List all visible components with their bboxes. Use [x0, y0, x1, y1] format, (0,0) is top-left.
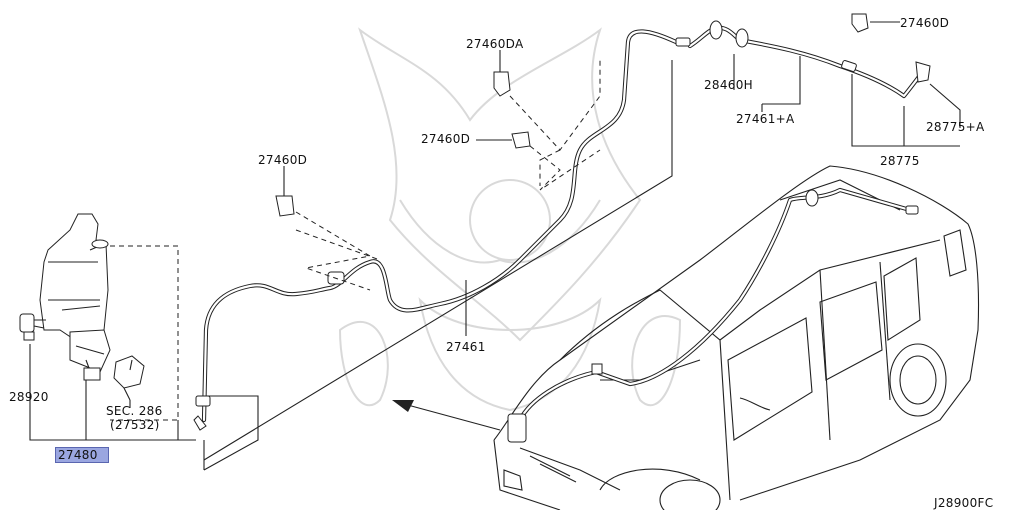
washer-hose — [193, 20, 931, 431]
diagram-code: J28900FC — [934, 496, 994, 510]
label-28775[interactable]: 28775 — [880, 154, 920, 168]
vehicle-outline — [493, 165, 980, 510]
label-27461-plus-a[interactable]: 27461+A — [736, 112, 795, 126]
label-28920[interactable]: 28920 — [9, 390, 49, 404]
label-27480-highlighted[interactable]: 27480 — [55, 447, 109, 463]
label-28460H[interactable]: 28460H — [704, 78, 753, 92]
clip-27460D-top — [851, 13, 869, 33]
clip-27460D-mid — [511, 131, 531, 149]
label-27532[interactable]: (27532) — [110, 418, 160, 432]
washer-pump — [19, 313, 46, 341]
label-27460D-top[interactable]: 27460D — [900, 16, 950, 30]
watermark-emblem — [338, 27, 682, 412]
washer-tank — [39, 213, 111, 381]
label-27461[interactable]: 27461 — [446, 340, 486, 354]
level-sensor — [113, 355, 145, 401]
clip-27460D-left — [275, 195, 295, 217]
clip-27460DA — [493, 71, 511, 97]
label-28775-plus-a[interactable]: 28775+A — [926, 120, 985, 134]
label-27460DA[interactable]: 27460DA — [466, 37, 524, 51]
label-sec-286[interactable]: SEC. 286 — [106, 404, 163, 418]
label-27460D-mid[interactable]: 27460D — [421, 132, 471, 146]
label-27460D-left[interactable]: 27460D — [258, 153, 308, 167]
